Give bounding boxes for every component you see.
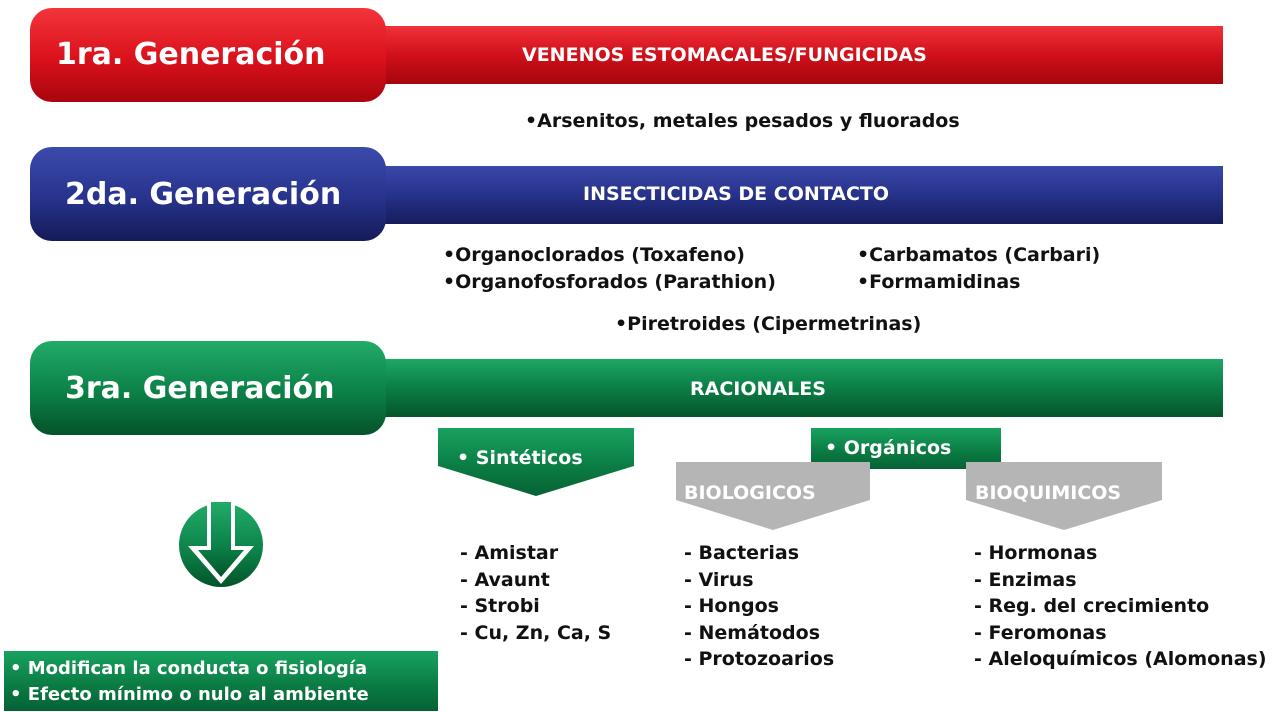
list-item: - Hongos bbox=[684, 595, 779, 617]
biologicos-list: - Bacterias - Virus - Hongos - Nemátodos… bbox=[684, 540, 834, 673]
biologicos-label: BIOLOGICOS bbox=[684, 482, 816, 504]
list-item: •Formamidinas bbox=[857, 270, 1021, 293]
list-item: - Amistar bbox=[460, 542, 559, 564]
list-item: - Aleloquímicos (Alomonas) bbox=[974, 648, 1267, 670]
gen1-category: VENENOS ESTOMACALES/FUNGICIDAS bbox=[522, 44, 927, 66]
list-item: •Carbamatos (Carbari) bbox=[857, 244, 1101, 266]
list-item: - Feromonas bbox=[974, 621, 1107, 644]
summary-item: • Efecto mínimo o nulo al ambiente bbox=[10, 684, 369, 705]
sinteticos-label: • Sintéticos bbox=[457, 447, 583, 469]
list-item: - Nemátodos bbox=[684, 621, 821, 644]
list-item: •Organoclorados (Toxafeno) bbox=[443, 244, 745, 266]
bioquimicos-arrow-shape bbox=[966, 462, 1162, 530]
gen2-category-bar bbox=[360, 166, 1223, 224]
gen1-item: •Arsenitos, metales pesados y fluorados bbox=[525, 110, 960, 132]
gen2-right-list: •Carbamatos (Carbari) •Formamidinas bbox=[857, 242, 1100, 295]
summary-box: • Modifican la conducta o fisiología • E… bbox=[4, 651, 438, 711]
list-item: •Organofosforados (Parathion) bbox=[443, 270, 776, 293]
gen3-title: 3ra. Generación bbox=[65, 371, 335, 406]
gen1-title: 1ra. Generación bbox=[56, 37, 326, 72]
summary-item: • Modifican la conducta o fisiología bbox=[10, 658, 368, 679]
gen1-title-pill bbox=[30, 8, 386, 102]
gen2-category: INSECTICIDAS DE CONTACTO bbox=[583, 183, 890, 205]
gen2-center-item: •Piretroides (Cipermetrinas) bbox=[615, 313, 922, 335]
biologicos-arrow-shape bbox=[676, 462, 870, 530]
list-item: - Reg. del crecimiento bbox=[974, 595, 1210, 617]
gen3-category-bar bbox=[360, 359, 1223, 417]
bioquimicos-list: - Hormonas - Enzimas - Reg. del crecimie… bbox=[974, 540, 1267, 673]
gen3-category: RACIONALES bbox=[690, 378, 826, 400]
list-item: - Virus bbox=[684, 568, 754, 591]
list-item: - Bacterias bbox=[684, 542, 800, 564]
list-item: - Hormonas bbox=[974, 542, 1098, 564]
list-item: - Protozoarios bbox=[684, 648, 835, 670]
list-item: - Avaunt bbox=[460, 568, 550, 591]
sinteticos-list: - Amistar - Avaunt - Strobi - Cu, Zn, Ca… bbox=[460, 540, 611, 646]
gen1-category-bar bbox=[360, 26, 1223, 84]
list-item: - Strobi bbox=[460, 595, 540, 617]
bioquimicos-label: BIOQUIMICOS bbox=[975, 482, 1122, 504]
gen2-title-pill bbox=[30, 147, 386, 241]
gen2-left-list: •Organoclorados (Toxafeno) •Organofosfor… bbox=[443, 242, 776, 295]
gen3-title-pill bbox=[30, 341, 386, 435]
gen2-title: 2da. Generación bbox=[65, 177, 342, 212]
list-item: - Cu, Zn, Ca, S bbox=[460, 621, 612, 644]
down-arrow-circle-icon bbox=[179, 502, 263, 587]
list-item: - Enzimas bbox=[974, 568, 1077, 591]
sinteticos-arrow-shape bbox=[438, 428, 634, 496]
